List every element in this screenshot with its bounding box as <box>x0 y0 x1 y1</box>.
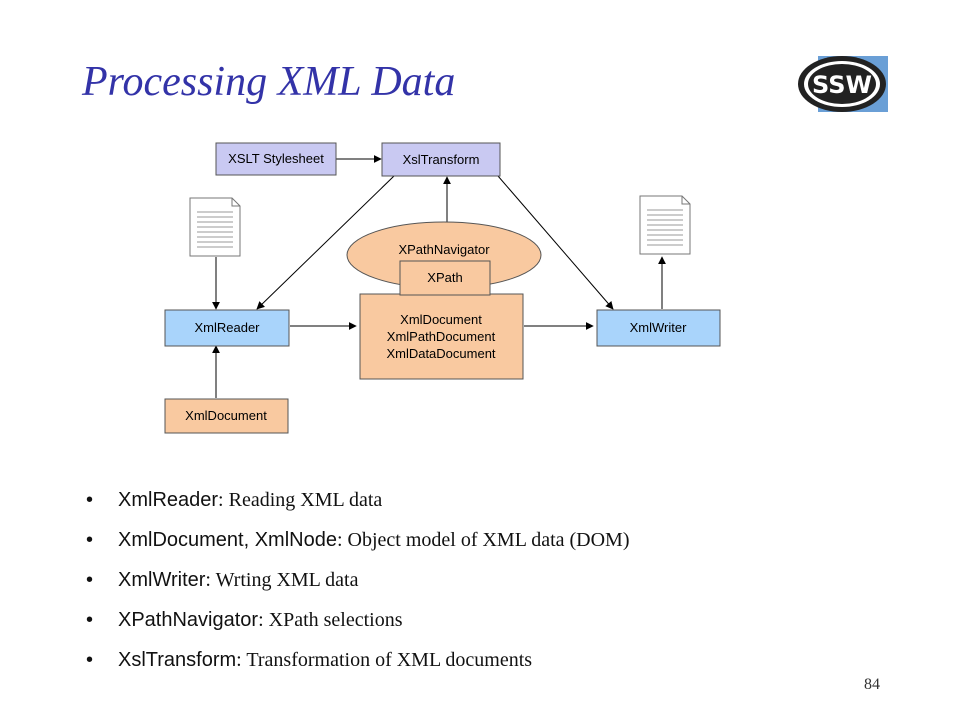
bullet-term: XPathNavigator <box>118 609 259 631</box>
bullet-term: XmlDocument, XmlNode <box>118 529 337 551</box>
xpathnavigator-label: XPathNavigator <box>398 242 490 257</box>
arrow-transform-to-reader <box>256 175 395 310</box>
xsltransform-box: XslTransform <box>381 142 501 177</box>
xslt-stylesheet-label: XSLT Stylesheet <box>228 151 324 166</box>
bullet-desc: : XPath selections <box>258 609 403 631</box>
bullet-item: • XmlDocument, XmlNode: Object model of X… <box>86 520 630 560</box>
bullet-dot: • <box>86 529 94 551</box>
bullet-term: XmlWriter <box>118 569 206 591</box>
bullet-item: • XPathNavigator: XPath selections <box>86 600 630 640</box>
bullet-item: • XmlWriter: Wrting XML data <box>86 560 630 600</box>
page-number: 84 <box>864 676 880 693</box>
bullet-item: • XmlReader: Reading XML data <box>86 480 630 520</box>
xmlwriter-label: XmlWriter <box>630 320 687 335</box>
output-document-icon <box>639 195 691 255</box>
xsltransform-label: XslTransform <box>403 152 480 167</box>
bullet-term: XmlReader <box>118 489 219 511</box>
store-label-2: XmlPathDocument <box>387 329 496 344</box>
bullet-desc: : Reading XML data <box>218 489 383 511</box>
bullet-desc: : Object model of XML data (DOM) <box>336 529 630 551</box>
slide-title: Processing XML Data <box>82 59 456 105</box>
xpathnavigator-ellipse: XPathNavigator <box>346 221 542 289</box>
xslt-stylesheet-box: XSLT Stylesheet <box>215 142 337 176</box>
xml-processing-diagram: XSLT Stylesheet XslTransform <box>164 142 721 434</box>
bullet-term: XslTransform <box>118 649 237 671</box>
input-document-icon <box>189 197 241 257</box>
xmlwriter-box: XmlWriter <box>596 309 721 347</box>
xmlreader-box: XmlReader <box>164 309 290 347</box>
xmldocument-input-label: XmlDocument <box>185 408 267 423</box>
store-label-1: XmlDocument <box>400 312 482 327</box>
bullet-desc: : Wrting XML data <box>205 569 359 591</box>
bullet-list: • XmlReader: Reading XML data • XmlDocumen… <box>86 480 630 680</box>
bullet-dot: • <box>86 489 94 511</box>
xpath-label: XPath <box>427 270 462 285</box>
bullet-item: • XslTransform: Transformation of XML doc… <box>86 640 630 680</box>
bullet-dot: • <box>86 649 94 671</box>
xmldocument-input-box: XmlDocument <box>164 398 289 434</box>
xmlreader-label: XmlReader <box>194 320 260 335</box>
store-label-3: XmlDataDocument <box>386 346 495 361</box>
bullet-desc: : Transformation of XML documents <box>236 649 533 671</box>
xml-document-store-box: XmlDocument XmlPathDocument XmlDataDocum… <box>359 293 524 380</box>
arrow-transform-to-writer <box>497 175 614 310</box>
xpath-box: XPath <box>399 260 491 296</box>
bullet-dot: • <box>86 569 94 591</box>
svg-text:SSW: SSW <box>812 71 872 99</box>
ssw-logo: SSW <box>798 56 888 112</box>
bullet-dot: • <box>86 609 94 631</box>
